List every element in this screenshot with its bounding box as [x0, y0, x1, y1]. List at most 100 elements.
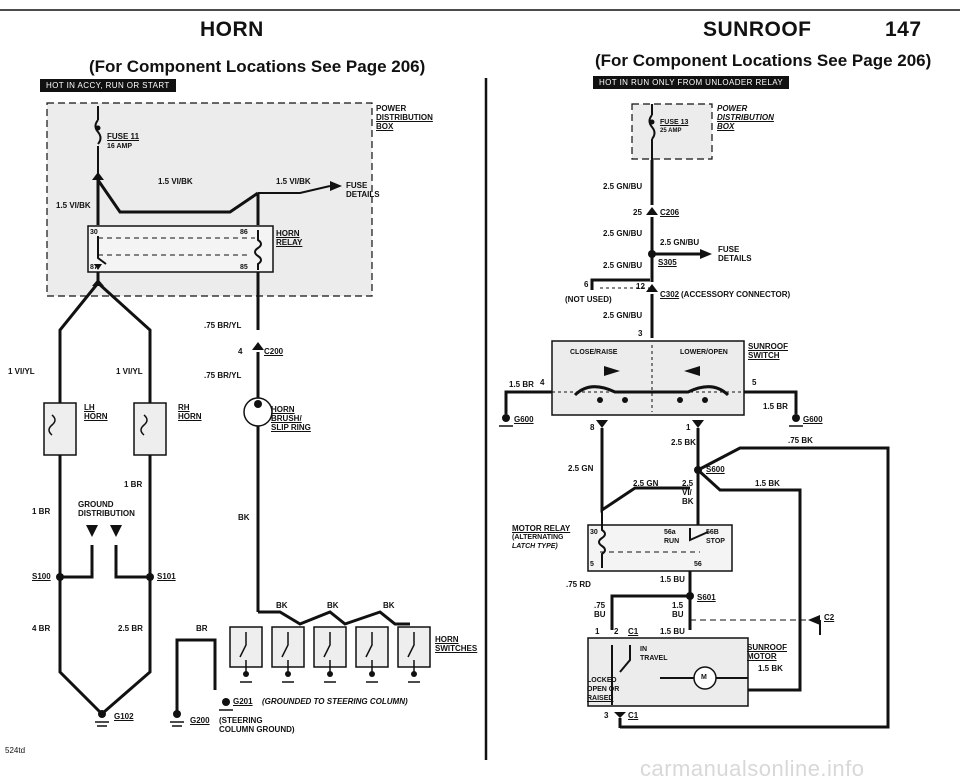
- horn-wire-label: 1 BR: [32, 507, 51, 516]
- horn-wire-label: 4 BR: [32, 624, 51, 633]
- s601-splice-label: S601: [697, 593, 716, 602]
- c302-pin: 6: [584, 280, 589, 289]
- sunroof-wire-label: 2.5 GN/BU: [603, 229, 643, 238]
- sunroof-wire-label: 2.5 GN/BU: [603, 261, 643, 270]
- close-raise-label: CLOSE/RAISE: [570, 349, 618, 356]
- motor-relay-stop: STOP: [706, 538, 725, 545]
- c206-connector-label: C206: [660, 208, 680, 217]
- sunroof-wire-label: 1.5 BK: [755, 479, 780, 488]
- s305-splice-label: S305: [658, 258, 677, 267]
- c302-pin: 12: [636, 282, 645, 291]
- relay-pin-label: 87: [90, 264, 98, 271]
- sunroof-wire-label: 2.5 GN/BU: [603, 182, 643, 191]
- motor-relay-pin: 30: [590, 529, 598, 536]
- s101-splice-label: S101: [157, 572, 176, 581]
- motor-relay-label: MOTOR RELAY (ALTERNATING LATCH TYPE): [512, 524, 571, 550]
- watermark: carmanualsonline.info: [640, 756, 865, 781]
- sunroof-fuse-label: FUSE 13: [660, 119, 689, 126]
- horn-wire-label: BR: [196, 624, 208, 633]
- c302-note: (ACCESSORY CONNECTOR): [681, 290, 791, 299]
- motor-pin: 1: [595, 627, 600, 636]
- relay-pin-label: 86: [240, 229, 248, 236]
- motor-symbol: M: [701, 674, 707, 681]
- sunroof-wire-label: 1.5 BK: [758, 664, 783, 673]
- horn-wire-label: 1.5 VI/BK: [158, 177, 193, 186]
- horn-hot-badge: HOT IN ACCY, RUN OR START: [40, 79, 176, 92]
- switch-pin: 5: [752, 378, 757, 387]
- g600-ground-label: G600: [514, 415, 534, 424]
- c302-connector-label: C302: [660, 290, 680, 299]
- horn-component-locations: (For Component Locations See Page 206): [89, 57, 426, 76]
- sunroof-hot-badge: HOT IN RUN ONLY FROM UNLOADER RELAY: [593, 76, 790, 89]
- horn-wire-label: 1 VI/YL: [116, 367, 143, 376]
- sunroof-wire-label: 1.5 BU: [660, 575, 685, 584]
- sunroof-wire-label: 1.5 BR: [509, 380, 534, 389]
- switch-pin: 8: [590, 423, 595, 432]
- motor-relay-run: RUN: [664, 538, 680, 545]
- g201-note: (GROUNDED TO STEERING COLUMN): [262, 697, 408, 706]
- c1-connector-label: C1: [628, 711, 639, 720]
- horn-wire-label: 1 VI/YL: [8, 367, 35, 376]
- s600-splice-label: S600: [706, 465, 725, 474]
- horn-wire-label: BK: [276, 601, 288, 610]
- horn-fuse-amp: 16 AMP: [107, 143, 133, 150]
- page-number: 147: [885, 18, 922, 41]
- horn-wire-label: BK: [238, 513, 250, 522]
- footnote: 524td: [5, 746, 26, 755]
- sunroof-wire-label: 1.5 BU: [660, 627, 685, 636]
- horn-wire-label: BK: [383, 601, 395, 610]
- horn-wire-label: 1.5 VI/BK: [276, 177, 311, 186]
- relay-pin-label: 85: [240, 264, 248, 271]
- horn-wire-label: BK: [327, 601, 339, 610]
- g201-ground-label: G201: [233, 697, 253, 706]
- sunroof-wire-label: 2.5 GN: [633, 479, 659, 488]
- switch-pin: 1: [686, 423, 691, 432]
- horn-wire-label: 1 BR: [124, 480, 143, 489]
- not-used-label: (NOT USED): [565, 295, 612, 304]
- c206-pin: 25: [633, 208, 642, 217]
- horn-wire-label: .75 BR/YL: [204, 321, 242, 330]
- sunroof-page-title: SUNROOF: [703, 18, 812, 41]
- sunroof-wire-label: 2.5 GN: [568, 464, 594, 473]
- g200-ground-label: G200: [190, 716, 210, 725]
- c1-connector-label: C1: [628, 627, 639, 636]
- c200-connector-label: C200: [264, 347, 284, 356]
- s100-splice-label: S100: [32, 572, 51, 581]
- sunroof-wire-label: 2.5 BK: [671, 438, 696, 447]
- horn-page-title: HORN: [200, 18, 264, 41]
- sunroof-wire-label: .75 BK: [788, 436, 813, 445]
- sunroof-wire-label: 1.5 BR: [763, 402, 788, 411]
- motor-pin: 3: [604, 711, 609, 720]
- g102-ground-label: G102: [114, 712, 134, 721]
- motor-pin: 2: [614, 627, 619, 636]
- c200-pin: 4: [238, 347, 243, 356]
- horn-fuse-label: FUSE 11: [107, 132, 140, 141]
- c2-connector-label: C2: [824, 613, 835, 622]
- motor-relay-pin: 56B: [706, 529, 719, 536]
- horn-wire-label: 2.5 BR: [118, 624, 143, 633]
- g600-ground-label: G600: [803, 415, 823, 424]
- horn-wire-label: 1.5 VI/BK: [56, 201, 91, 210]
- relay-pin-label: 30: [90, 229, 98, 236]
- sunroof-wire-label: 2.5 GN/BU: [603, 311, 643, 320]
- horn-wire-label: .75 BR/YL: [204, 371, 242, 380]
- motor-relay-pin: 5: [590, 561, 594, 568]
